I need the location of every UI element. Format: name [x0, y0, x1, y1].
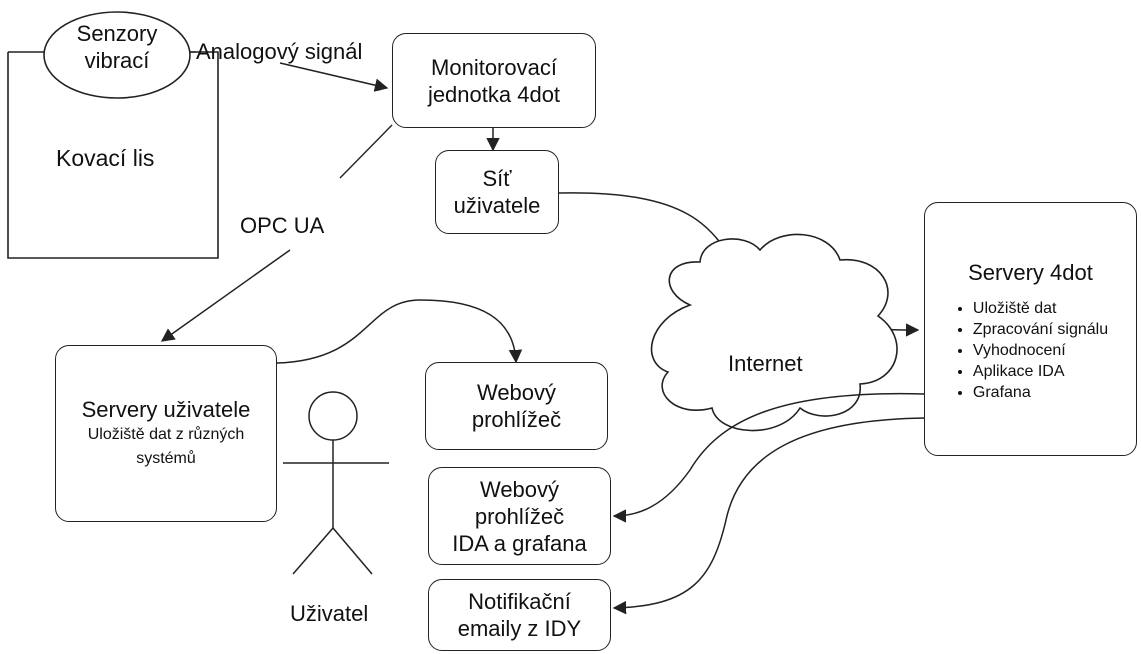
analog-signal-label: Analogový signál	[196, 39, 363, 64]
monitoring-unit-node: Monitorovací jednotka 4dot	[392, 33, 596, 128]
internet-cloud	[650, 233, 898, 432]
servers-4dot-title: Servery 4dot	[968, 260, 1093, 285]
web-browser-ida-line1: Webový	[479, 476, 560, 502]
user-servers-line2: systémů	[136, 450, 196, 467]
user-network-line1: Síť	[482, 166, 512, 191]
monitoring-unit-line1: Monitorovací	[431, 54, 557, 80]
user-servers-line1: Uložiště dat z různých	[87, 426, 245, 443]
opc-ua-arrow	[160, 249, 291, 342]
user-servers-to-browser-arrow	[276, 299, 523, 364]
4dot-to-notifications-arrow	[612, 417, 925, 615]
opc-ua-line-top	[339, 124, 393, 179]
sensors-ellipse	[43, 11, 191, 99]
user-label: Uživatel	[290, 601, 369, 626]
servers-4dot-item: Grafana	[973, 382, 1108, 403]
web-browser-ida-line2: prohlížeč	[474, 503, 565, 529]
user-network-node: Síť uživatele	[435, 150, 559, 234]
analog-signal-arrow	[279, 62, 389, 92]
web-browser-line1: Webový	[476, 380, 557, 405]
sensors-label-line2: vibrací	[84, 48, 150, 73]
servers-4dot-item: Uložiště dat	[973, 298, 1108, 319]
servers-4dot-list: Uložiště dat Zpracování signálu Vyhodnoc…	[953, 298, 1108, 403]
user-servers-title: Servery uživatele	[81, 397, 251, 422]
monitoring-unit-line2: jednotka 4dot	[427, 81, 561, 107]
servers-4dot-item: Aplikace IDA	[973, 361, 1108, 382]
user-servers-node: Servery uživatele Uložiště dat z různých…	[55, 345, 277, 522]
user-stick-figure	[283, 391, 389, 575]
internet-label: Internet	[728, 351, 803, 376]
opc-ua-label: OPC UA	[240, 213, 325, 238]
servers-4dot-item: Vyhodnocení	[973, 340, 1108, 361]
notifications-node: Notifikační emaily z IDY	[428, 579, 611, 651]
web-browser-ida-line3: IDA a grafana	[452, 530, 587, 556]
notifications-line1: Notifikační	[468, 589, 571, 614]
press-label: Kovací lis	[56, 145, 155, 171]
user-network-line2: uživatele	[453, 193, 541, 218]
servers-4dot-node: Servery 4dot Uložiště dat Zpracování sig…	[924, 202, 1137, 456]
sensors-label: Senzory vibrací	[52, 20, 182, 74]
web-browser-node: Webový prohlížeč	[425, 362, 608, 450]
servers-4dot-item: Zpracování signálu	[973, 319, 1108, 340]
4dot-to-browser-ida-arrow	[612, 392, 925, 523]
notifications-line2: emaily z IDY	[457, 616, 582, 641]
web-browser-line2: prohlížeč	[471, 407, 562, 432]
sensors-label-line1: Senzory	[76, 21, 158, 46]
web-browser-ida-node: Webový prohlížeč IDA a grafana	[428, 467, 611, 565]
